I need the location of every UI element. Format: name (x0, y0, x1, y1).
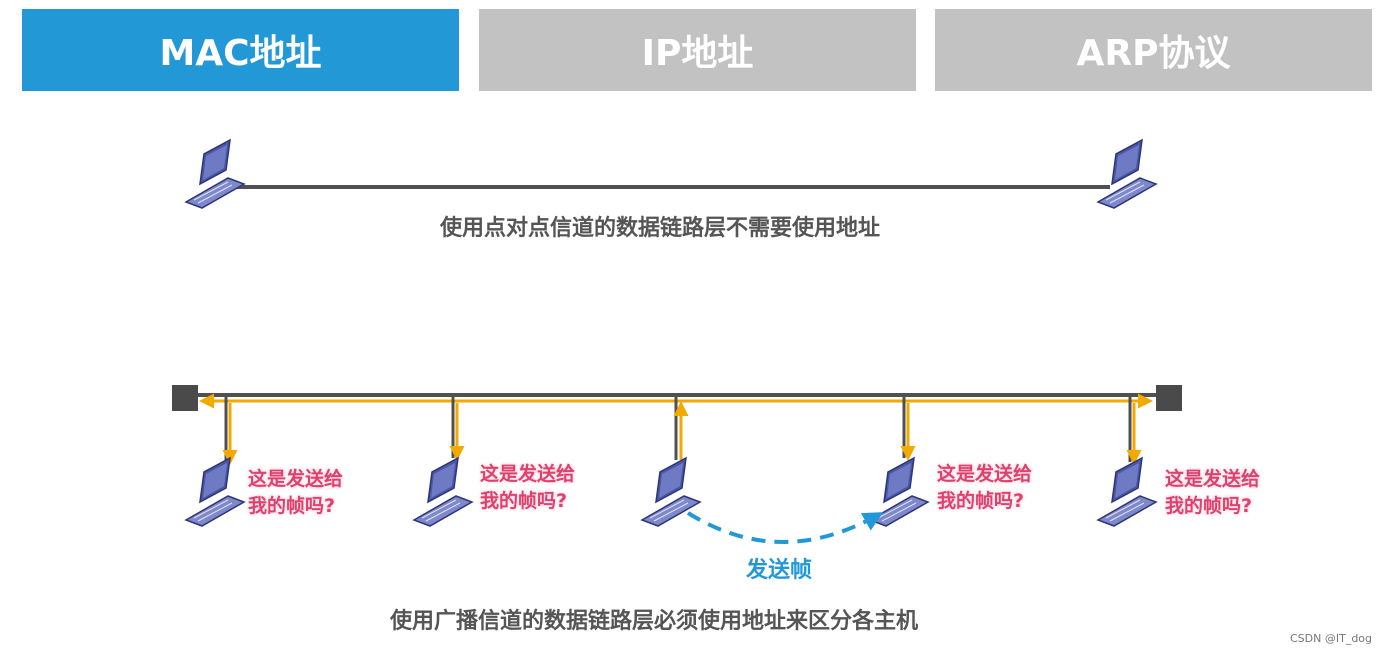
host-question: 这是发送给 我的帧吗? (248, 468, 344, 517)
tab-ip-address[interactable]: IP地址 (479, 9, 916, 91)
laptop-icon (869, 457, 929, 527)
host-question: 这是发送给 我的帧吗? (937, 463, 1033, 512)
host-question: 这是发送给 我的帧吗? (1165, 468, 1261, 517)
broadcast-caption: 使用广播信道的数据链路层必须使用地址来区分各主机 (390, 609, 919, 634)
laptop-icon (1097, 139, 1157, 209)
host-question: 这是发送给 我的帧吗? (480, 463, 576, 512)
send-frame-label: 发送帧 (746, 558, 813, 583)
laptop-icon (413, 457, 473, 527)
tab-mac-address[interactable]: MAC地址 (22, 9, 459, 91)
bus-terminator-icon (172, 385, 198, 411)
laptop-icon (185, 139, 245, 209)
send-arrow-icon (686, 511, 884, 544)
tab-arp-protocol[interactable]: ARP协议 (935, 9, 1372, 91)
watermark: CSDN @IT_dog (1290, 632, 1373, 645)
laptop-icon (1097, 457, 1157, 527)
laptop-icon (185, 457, 245, 527)
point-to-point-caption: 使用点对点信道的数据链路层不需要使用地址 (440, 216, 881, 241)
bus-terminator-icon (1156, 385, 1182, 411)
